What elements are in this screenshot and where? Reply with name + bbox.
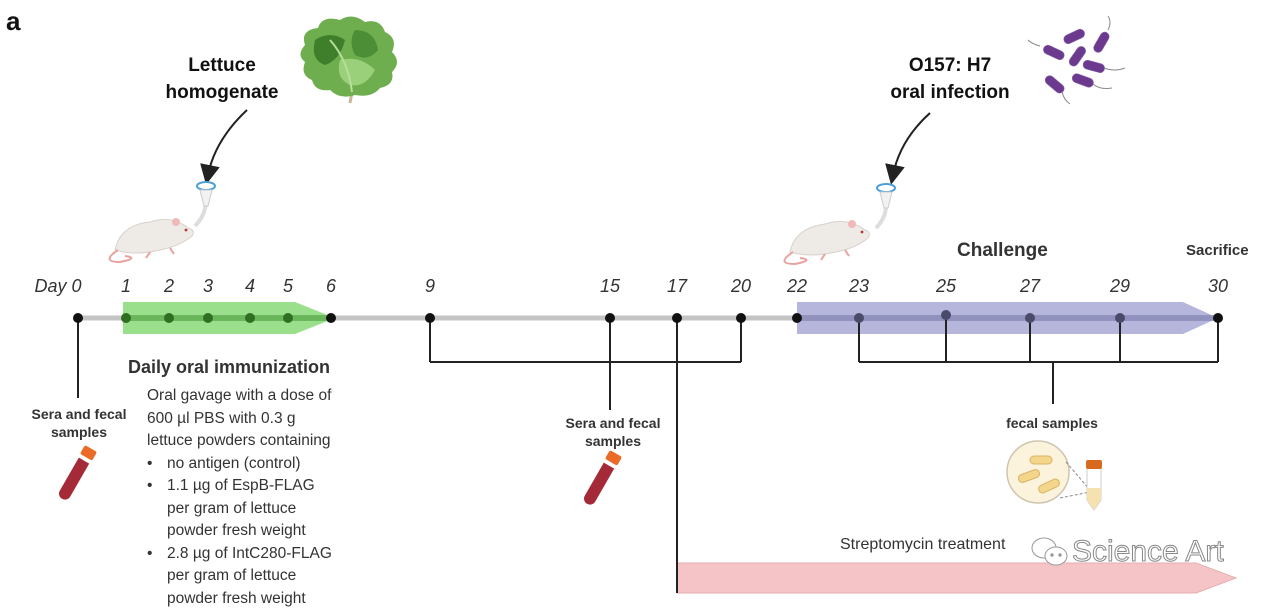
immunization-title: Daily oral immunization: [128, 357, 330, 378]
day-marker-9: [425, 313, 435, 323]
day-marker-22: [792, 313, 802, 323]
immunization-phase-line: [123, 315, 331, 321]
bullet-line: powder fresh weight: [167, 520, 367, 543]
day-label-3: 3: [203, 276, 213, 297]
lettuce-icon: [301, 16, 398, 103]
day-label-4: 4: [245, 276, 255, 297]
bullet-line: per gram of lettuce: [167, 565, 367, 588]
day-marker-15: [605, 313, 615, 323]
blood-tube-icon-day0: [56, 445, 97, 502]
intro-line: Oral gavage with a dose of: [147, 385, 367, 408]
antigen-item-intc280: 2.8 µg of IntC280-FLAG per gram of lettu…: [147, 543, 367, 610]
sample-label-line: samples: [556, 432, 670, 450]
sacrifice-label: Sacrifice: [1186, 242, 1249, 259]
bullet-line: powder fresh weight: [167, 588, 367, 610]
intro-line: lettuce powders containing: [147, 430, 367, 453]
day-marker-2: [164, 313, 174, 323]
challenge-label: Challenge: [957, 240, 1048, 262]
day-label-15: 15: [600, 276, 620, 297]
day-label-1: 1: [121, 276, 131, 297]
day-marker-6: [326, 313, 336, 323]
sample-label-day15: Sera and fecal samples: [556, 414, 670, 450]
sample-label-line: samples: [24, 423, 134, 441]
bullet-line: 1.1 µg of EspB-FLAG: [167, 475, 367, 498]
day-label-30: 30: [1208, 276, 1228, 297]
day-marker-5: [283, 313, 293, 323]
infection-arrow: [893, 113, 930, 175]
day-label-5: 5: [283, 276, 293, 297]
day-label-6: 6: [326, 276, 336, 297]
day-marker-4: [245, 313, 255, 323]
day-marker-27: [1025, 313, 1035, 323]
day-label-0: Day 0: [34, 276, 81, 297]
day-label-23: 23: [849, 276, 869, 297]
sample-label-line: Sera and fecal: [556, 414, 670, 432]
day-marker-30: [1213, 313, 1223, 323]
day-marker-23: [854, 313, 864, 323]
lettuce-arrow: [208, 110, 247, 175]
bullet-line: per gram of lettuce: [167, 498, 367, 521]
bullet-line: no antigen (control): [167, 453, 367, 476]
day-label-20: 20: [731, 276, 751, 297]
day-marker-0: [73, 313, 83, 323]
day-marker-20: [736, 313, 746, 323]
antigen-item-control: no antigen (control): [147, 453, 367, 476]
intro-line: 600 µl PBS with 0.3 g: [147, 408, 367, 431]
day-label-27: 27: [1020, 276, 1040, 297]
day-marker-17: [672, 313, 682, 323]
day-marker-3: [203, 313, 213, 323]
antigen-item-espb: 1.1 µg of EspB-FLAG per gram of lettuce …: [147, 475, 367, 543]
bullet-line: 2.8 µg of IntC280-FLAG: [167, 543, 367, 566]
day-marker-1: [121, 313, 131, 323]
mouse-icon-infection: [784, 184, 895, 264]
wechat-watermark-icon: [1032, 538, 1067, 565]
sample-label-line: fecal samples: [992, 414, 1112, 432]
day-marker-29: [1115, 313, 1125, 323]
mouse-icon-immunization: [109, 182, 215, 262]
day-label-22: 22: [787, 276, 807, 297]
day-label-2: 2: [164, 276, 174, 297]
sample-label-line: Sera and fecal: [24, 405, 134, 423]
day-marker-25: [941, 310, 951, 320]
watermark-text: Science Art: [1072, 535, 1224, 569]
day-label-17: 17: [667, 276, 687, 297]
antigen-list: no antigen (control) 1.1 µg of EspB-FLAG…: [147, 453, 367, 610]
day-label-29: 29: [1110, 276, 1130, 297]
fecal-sample-icon: [1007, 441, 1102, 510]
blood-tube-icon-day15: [581, 450, 622, 507]
immunization-description: Oral gavage with a dose of 600 µl PBS wi…: [147, 385, 367, 610]
streptomycin-label: Streptomycin treatment: [840, 536, 1005, 554]
sample-label-day0: Sera and fecal samples: [24, 405, 134, 441]
bacteria-icon: [1028, 16, 1125, 104]
day-label-25: 25: [936, 276, 956, 297]
day-label-9: 9: [425, 276, 435, 297]
sample-label-challenge: fecal samples: [992, 414, 1112, 432]
